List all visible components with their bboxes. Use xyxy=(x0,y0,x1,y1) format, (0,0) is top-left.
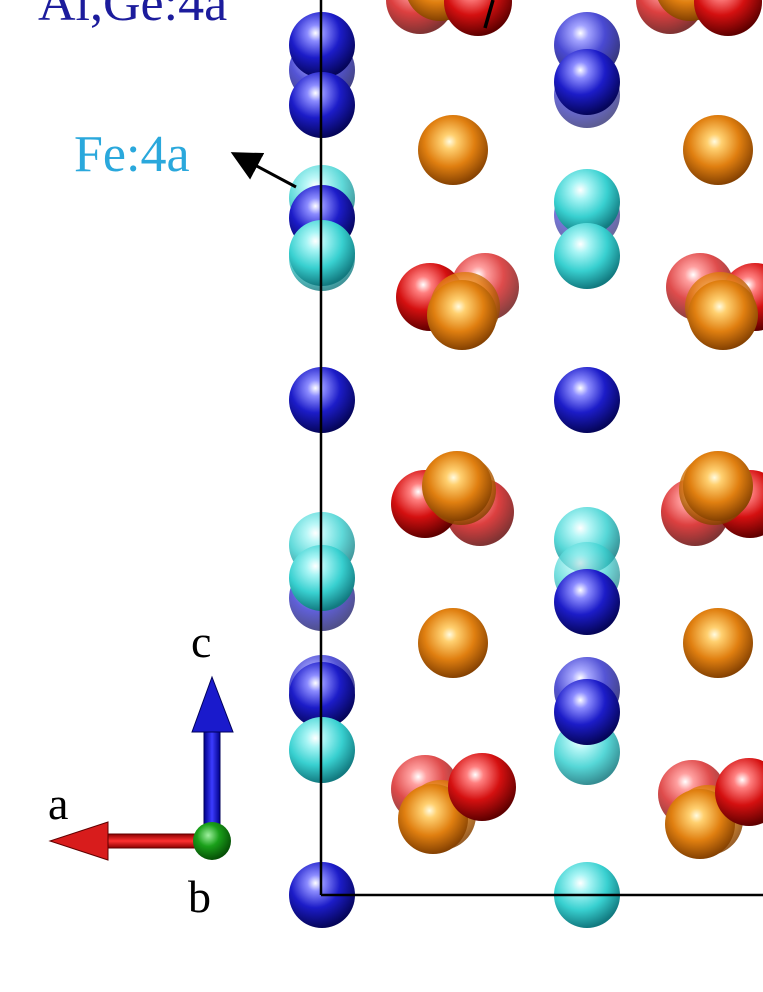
red-atom xyxy=(444,0,512,36)
orange-atom xyxy=(683,451,753,521)
orange-atom xyxy=(688,280,758,350)
axis-triad xyxy=(48,675,234,861)
axis-b-dot xyxy=(193,822,231,860)
orange-atom xyxy=(418,608,488,678)
red-atom xyxy=(715,758,763,826)
red-atom xyxy=(694,0,762,36)
orange-atom xyxy=(683,608,753,678)
orange-atom xyxy=(683,115,753,185)
axis-a-label: a xyxy=(48,778,69,829)
al-ge-atom xyxy=(554,679,620,745)
al-ge-atom xyxy=(554,569,620,635)
orange-atom xyxy=(418,115,488,185)
al-ge-atom xyxy=(554,367,620,433)
orange-atom xyxy=(422,451,492,521)
axis-b-label: b xyxy=(188,871,211,922)
al-ge-label-pointer xyxy=(483,0,495,29)
red-atom xyxy=(448,753,516,821)
fe-atom xyxy=(554,223,620,289)
orange-atom xyxy=(665,789,735,859)
al-ge-atom xyxy=(554,49,620,115)
unit-cell-outline xyxy=(319,0,763,897)
orange-atom xyxy=(398,784,468,854)
fe-site-label: Fe:4a xyxy=(74,126,190,183)
al-ge-site-label: Al,Ge:4a xyxy=(38,0,228,32)
orange-atom xyxy=(427,280,497,350)
fe-atom xyxy=(554,169,620,235)
axis-c-label: c xyxy=(191,616,212,667)
atoms-layer xyxy=(289,0,763,928)
axis-c-arrow xyxy=(191,675,234,837)
fe-label-pointer xyxy=(230,152,297,189)
axis-a-arrow xyxy=(48,821,213,861)
label-pointers xyxy=(230,0,495,189)
